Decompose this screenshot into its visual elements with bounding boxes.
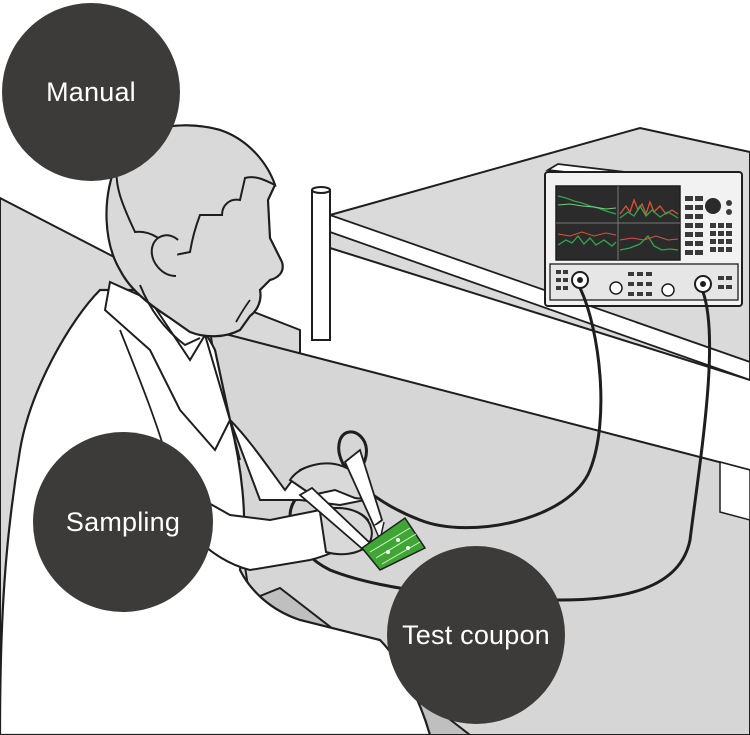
person-ear	[150, 234, 179, 277]
shelf-post	[311, 189, 331, 341]
workbench-right-edge	[719, 461, 750, 521]
person-hair	[115, 124, 277, 257]
label-test-coupon-text: Test coupon	[402, 619, 550, 650]
cable-port-2	[288, 291, 712, 602]
trace-red-3	[619, 235, 679, 241]
pcb-test-coupon	[360, 516, 427, 571]
coat-collar	[103, 280, 232, 452]
trace-green-3	[619, 204, 679, 219]
label-sampling-text: Sampling	[65, 506, 181, 537]
trace-green-2	[557, 203, 617, 210]
trace-green-5	[619, 234, 679, 251]
cable-port-1	[337, 287, 603, 530]
trace-green-4	[557, 234, 617, 247]
person-cheek-line	[235, 299, 251, 323]
person-neck	[139, 284, 201, 347]
network-analyzer	[544, 163, 743, 307]
analyzer-lower-buttons	[556, 270, 732, 296]
probe-1	[343, 448, 385, 543]
shelf-post-top	[311, 186, 331, 194]
trace-green-1	[557, 195, 617, 215]
label-test-coupon: Test coupon	[387, 546, 565, 724]
analyzer-keypad	[685, 196, 732, 255]
label-manual-text: Manual	[46, 76, 136, 107]
trace-red-2	[557, 231, 617, 237]
label-manual: Manual	[2, 3, 180, 181]
label-sampling: Sampling	[33, 432, 213, 612]
analyzer-knob	[705, 198, 721, 214]
